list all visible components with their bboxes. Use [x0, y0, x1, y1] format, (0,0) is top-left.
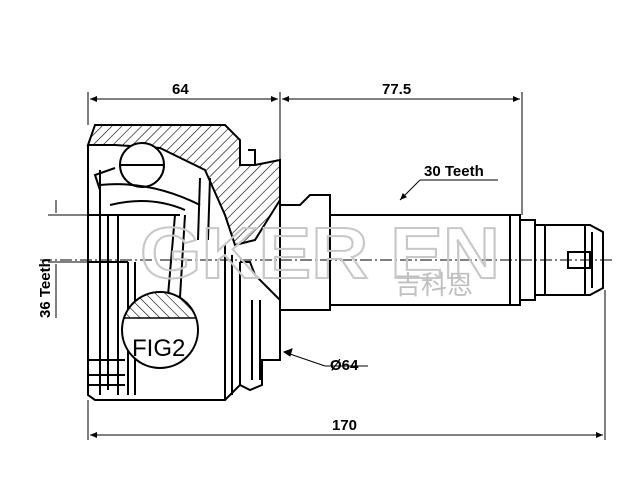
- dim-abs-diameter: Ø64: [330, 357, 359, 374]
- dim-inner-spline: 36 Teeth: [37, 258, 54, 318]
- watermark-chinese: 吉科恩: [395, 271, 473, 301]
- bell-housing: [86, 124, 281, 401]
- dim-total-length: 170: [332, 417, 357, 434]
- watermark: GKER EN 吉科恩: [139, 213, 501, 301]
- fig2-label: FIG2: [132, 335, 185, 362]
- watermark-brand: GKER EN: [140, 214, 500, 294]
- fig2-detail: FIG2: [121, 291, 199, 369]
- abs-ring: [239, 149, 281, 392]
- dim-outer-spline: 30 Teeth: [424, 163, 484, 180]
- dim-shaft-length: 77.5: [382, 81, 411, 98]
- dimension-lines: [48, 92, 606, 440]
- dim-outer-length: 64: [172, 81, 189, 98]
- shaft: [279, 194, 604, 311]
